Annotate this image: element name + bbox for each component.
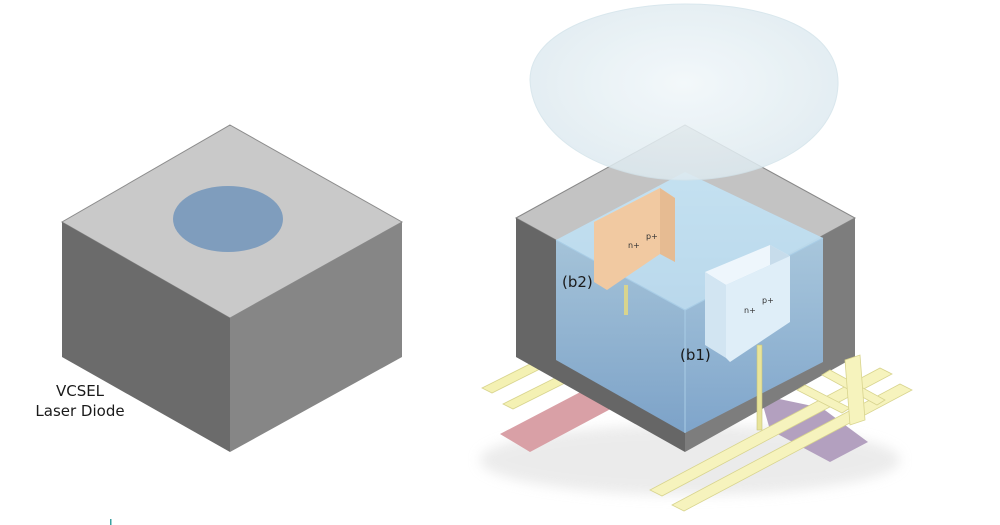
b2-stem <box>624 285 628 315</box>
vcsel-aperture <box>173 186 283 252</box>
pink-pad <box>500 387 620 452</box>
b2-block-front <box>594 188 660 290</box>
vcsel-cube-right-face <box>230 222 402 452</box>
b1-p-label: p+ <box>762 296 774 305</box>
rail-group-right <box>649 354 913 512</box>
vcsel-label-line1: VCSEL <box>56 382 105 400</box>
rail <box>796 384 851 414</box>
b1-block-front <box>726 256 790 362</box>
b2-block-side <box>660 188 675 262</box>
b2-p-label: p+ <box>646 232 658 241</box>
block-b1: n+ p+ <box>705 245 790 431</box>
label-b1: (b1) <box>680 346 711 364</box>
b1-block-left <box>705 272 726 358</box>
vcsel-label-line2: Laser Diode <box>35 402 124 420</box>
cloud <box>529 3 839 181</box>
vcsel-cube-left-face <box>62 222 230 452</box>
cloud-shape <box>529 3 839 181</box>
label-b2: (b2) <box>562 273 593 291</box>
block-b2: n+ p+ <box>594 188 675 315</box>
rail <box>844 354 866 426</box>
b1-block-top <box>705 245 790 285</box>
vcsel-cube <box>60 124 404 452</box>
stray-mark <box>110 519 112 525</box>
purple-pad <box>760 395 868 462</box>
b2-n-label: n+ <box>628 241 640 250</box>
b1-n-label: n+ <box>744 306 756 315</box>
b1-stem <box>756 344 763 431</box>
